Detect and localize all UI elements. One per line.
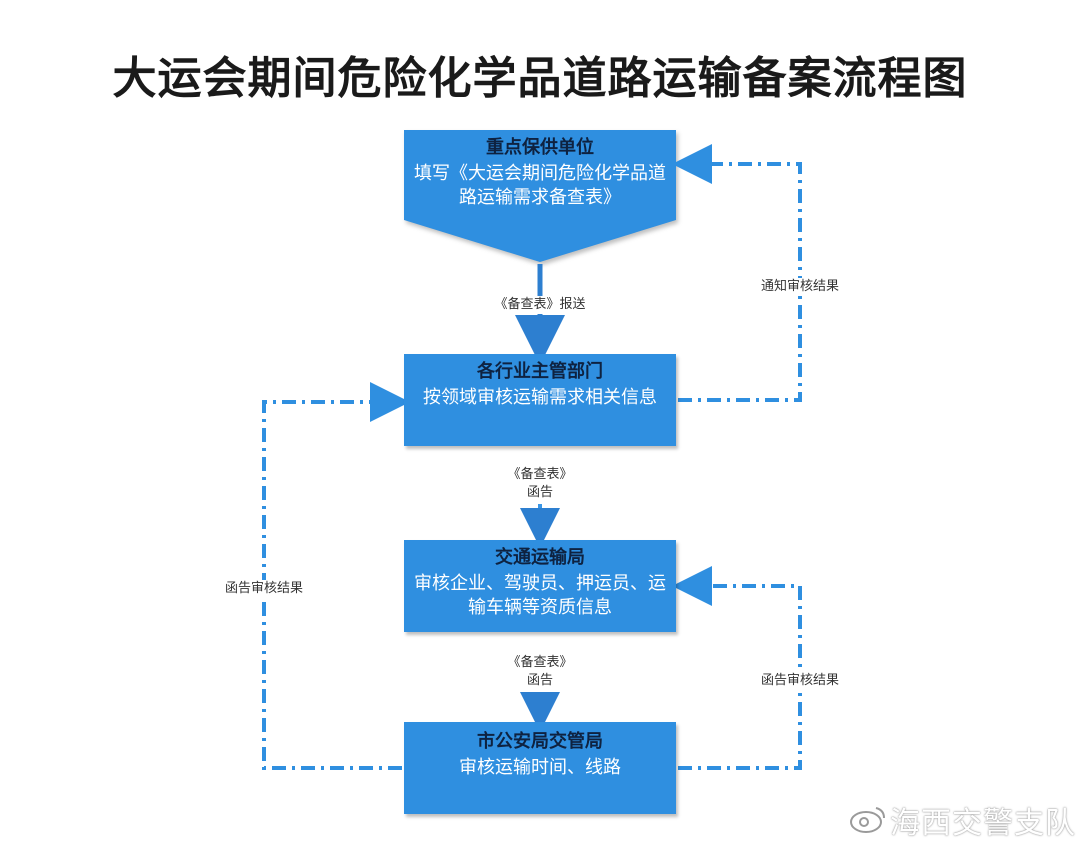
label-letter-2-doc: 《备查表》 xyxy=(507,655,573,670)
label-submit: 《备查表》报送 xyxy=(470,296,610,314)
page-title: 大运会期间危险化学品道路运输备案流程图 xyxy=(112,53,968,104)
node-key-supply-unit: 重点保供单位 填写《大运会期间危险化学品道路运输需求备查表》 xyxy=(404,130,676,262)
label-notify-result: 通知审核结果 xyxy=(750,278,850,296)
node-traffic-police: 市公安局交管局 审核运输时间、线路 xyxy=(404,722,676,814)
node-transport-bureau-text: 审核企业、驾驶员、押运员、运输车辆等资质信息 xyxy=(414,573,666,618)
label-letter-result-left: 函告审核结果 xyxy=(214,580,314,598)
node-transport-bureau-title: 交通运输局 xyxy=(495,547,585,568)
node-key-supply-unit-text: 填写《大运会期间危险化学品道路运输需求备查表》 xyxy=(414,163,666,208)
label-letter-1: 《备查表》 函告 xyxy=(490,466,590,502)
node-industry-departments-title: 各行业主管部门 xyxy=(477,361,603,382)
node-key-supply-unit-title: 重点保供单位 xyxy=(486,137,594,158)
label-letter-1-doc: 《备查表》 xyxy=(507,467,573,482)
weibo-icon xyxy=(850,807,885,833)
label-letter-result-right: 函告审核结果 xyxy=(750,672,850,690)
label-letter-2-action: 函告 xyxy=(526,673,553,688)
node-traffic-police-text: 审核运输时间、线路 xyxy=(459,757,621,778)
box1-shape xyxy=(404,130,676,262)
node-transport-bureau: 交通运输局 审核企业、驾驶员、押运员、运输车辆等资质信息 xyxy=(404,540,676,632)
label-letter-1-action: 函告 xyxy=(526,485,553,500)
node-traffic-police-title: 市公安局交管局 xyxy=(477,731,603,752)
node-industry-departments: 各行业主管部门 按领域审核运输需求相关信息 xyxy=(404,354,676,446)
watermark-text: 海西交警支队 xyxy=(890,806,1076,841)
node-industry-departments-text: 按领域审核运输需求相关信息 xyxy=(423,387,657,408)
label-letter-2: 《备查表》 函告 xyxy=(490,654,590,690)
